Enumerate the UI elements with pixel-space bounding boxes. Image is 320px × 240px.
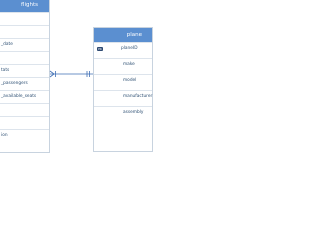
table-row[interactable]: model [94, 74, 152, 87]
table-row[interactable]: _date [0, 38, 49, 51]
table-flights-header[interactable]: flights [0, 0, 49, 12]
field-label: _date [1, 42, 13, 47]
table-row[interactable]: ion [0, 129, 49, 142]
field-label: planeID [121, 46, 138, 51]
table-row[interactable]: _available_seats [0, 90, 49, 103]
table-row[interactable] [0, 12, 49, 25]
er-diagram-canvas: flights _date tats _passengers _availabl… [0, 0, 153, 153]
one-end-marker-icon [86, 71, 90, 77]
many-end-crowfoot-icon [49, 70, 56, 78]
relationship-connector[interactable] [0, 0, 150, 150]
field-label: model [123, 78, 137, 83]
field-label: assembly [123, 110, 144, 115]
table-planes-header[interactable]: plane [94, 28, 152, 42]
table-row-primary-key[interactable]: PK planeID [94, 42, 152, 55]
field-label: _passengers [1, 81, 28, 86]
table-row[interactable] [0, 103, 49, 116]
table-row[interactable] [0, 51, 49, 64]
field-label: _available_seats [1, 94, 37, 99]
table-flights[interactable]: flights _date tats _passengers _availabl… [0, 0, 50, 153]
table-row[interactable]: make [94, 58, 152, 71]
table-row[interactable]: _passengers [0, 77, 49, 90]
table-planes[interactable]: plane PK planeID make model manufacturer… [93, 27, 153, 152]
field-label: ion [1, 133, 8, 138]
table-row[interactable] [0, 116, 49, 129]
table-row[interactable] [0, 25, 49, 38]
field-label: tats [1, 68, 10, 73]
table-row[interactable]: assembly [94, 106, 152, 119]
table-row[interactable]: tats [0, 64, 49, 77]
field-label: make [123, 62, 135, 67]
primary-key-badge: PK [97, 47, 103, 51]
table-row[interactable]: manufacturer [94, 90, 152, 103]
field-label: manufacturer [123, 94, 153, 99]
